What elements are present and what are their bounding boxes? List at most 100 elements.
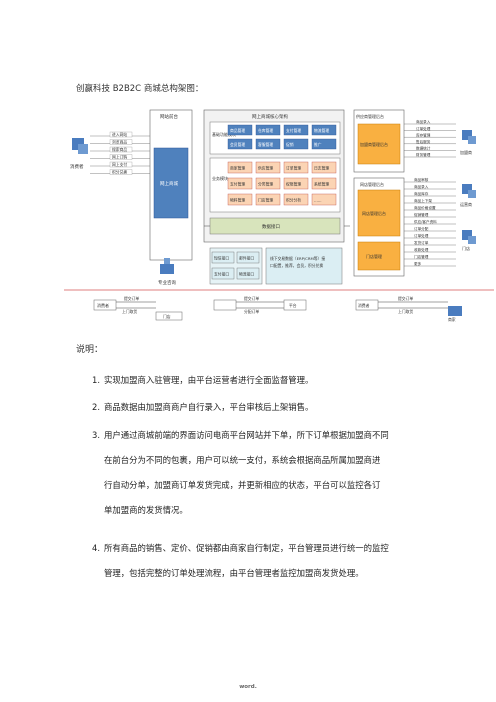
consult-label: 专业咨询	[158, 279, 176, 286]
basic-item-box-4	[227, 138, 253, 150]
svg-text:门店: 门店	[163, 314, 171, 319]
business-item-2: 订单管理	[286, 166, 301, 171]
business-item-7: 系统管理	[314, 182, 329, 187]
business-item-5: 分类管理	[258, 182, 273, 187]
bottom-left-3: 物流接口	[239, 272, 254, 277]
business-item-box-4	[227, 177, 253, 190]
business-items: 商家管理供应管理订单管理日志管理支付管理分类管理权限管理系统管理物料管理门店管理…	[227, 161, 337, 206]
merchant-backend-label: 加盟商管理后台	[360, 141, 388, 147]
bottom-left-interfaces: 短信接口邮件接口支付接口物流接口	[211, 251, 260, 280]
basic-item-6: 促销	[286, 142, 294, 147]
svg-text:提交订单: 提交订单	[398, 296, 413, 301]
merchant-link-8: 订单处理	[414, 233, 429, 238]
consumer-link-2: 搜索商品	[112, 147, 127, 152]
architecture-diagram: 消费者 进入网站浏览商品搜索商品网上订购网上支付积分兑换 网站前台 网上商城 专…	[64, 100, 494, 322]
store-mgmt-label: 门店管理	[366, 253, 382, 259]
business-item-box-9	[255, 193, 281, 206]
consumer-left-icon	[72, 138, 88, 154]
bottom-right-text-1: 线下交易数据（ERP/CRM等）接	[270, 256, 325, 261]
business-item-3: 日志管理	[314, 166, 329, 171]
basic-item-3: 物流管理	[314, 128, 329, 133]
business-item-0: 商家管理	[230, 166, 245, 171]
svg-text:提交订单: 提交订单	[124, 296, 139, 301]
consumer-link-1: 浏览商品	[112, 140, 127, 145]
notes-title: 说明：	[76, 345, 104, 355]
basic-item-0: 商品管理	[230, 128, 245, 133]
business-item-box-0	[227, 161, 253, 174]
supplier-link-1: 订单处理	[416, 126, 431, 131]
merchant-link-1: 商品录入	[414, 184, 429, 189]
supplier-backend-label: 供应商管理后台	[356, 113, 384, 119]
role-store-label: 门店	[462, 245, 470, 251]
merchant-links: 商品审核商品录入商品库存商品上下架商品价格设置促销管理供应/客户资料订单分配订单…	[404, 177, 456, 266]
bottom-left-2: 支付接口	[214, 272, 229, 277]
merchant-link-9: 发货订单	[414, 240, 429, 245]
business-item-10: 积分分析	[286, 198, 301, 203]
business-item-box-8	[227, 193, 253, 206]
flow-middle: 提交订单 分配订单 平台	[213, 296, 307, 314]
business-item-11: ……	[314, 198, 322, 203]
svg-text:上门取货: 上门取货	[122, 309, 137, 314]
basic-item-box-3	[311, 124, 337, 136]
basic-item-box-0	[227, 124, 253, 136]
flow-left: 消费者 提交订单 上门取货 门店	[93, 296, 183, 321]
business-item-box-3	[311, 161, 337, 174]
data-interface-label: 数据接口	[262, 223, 280, 230]
basic-item-box-6	[283, 138, 309, 150]
svg-text:平台: 平台	[289, 303, 297, 308]
consumer-link-3: 网上订购	[112, 155, 127, 160]
role-store-icon	[462, 230, 476, 244]
business-item-box-2	[283, 161, 309, 174]
shop-backend-inner-label: 网店管理后台	[362, 210, 386, 216]
basic-item-box-2	[283, 124, 309, 136]
merchant-link-12: 更多	[414, 261, 422, 266]
svg-text:提交订单: 提交订单	[244, 296, 259, 301]
supplier-link-4: 数据统计	[416, 146, 431, 151]
role-operator-icon	[462, 184, 476, 198]
center-title: 网上商城核心架构	[252, 113, 288, 120]
business-item-9: 门店管理	[258, 198, 273, 203]
basic-mgmt-label: 基础功能模块	[212, 131, 236, 137]
svg-text:分配订单: 分配订单	[244, 309, 259, 314]
role-operator-label: 运营商	[460, 201, 472, 207]
business-item-4: 支付管理	[230, 182, 245, 187]
role-merchant-icon	[462, 130, 476, 144]
business-item-box-11	[311, 193, 337, 206]
merchant-link-11: 门店管理	[414, 254, 429, 259]
consumer-link-5: 积分兑换	[112, 170, 127, 175]
merchant-link-5: 促销管理	[414, 212, 429, 217]
merchant-link-3: 商品上下架	[414, 198, 432, 203]
business-item-box-10	[283, 193, 309, 206]
consult-icon	[160, 258, 174, 274]
business-module-label: 业务模块	[212, 175, 228, 181]
basic-item-1: 仓库管理	[258, 128, 273, 133]
basic-item-box-7	[311, 138, 337, 150]
supplier-link-0: 商品录入	[416, 119, 431, 124]
role-merchant-label: 加盟商	[460, 149, 472, 155]
page-title: 创赢科技 B2B2C 商城总构架图：	[76, 84, 204, 94]
consumer-link-0: 进入网站	[112, 132, 127, 137]
business-item-box-1	[255, 161, 281, 174]
bottom-left-1: 邮件接口	[239, 256, 254, 261]
consumer-link-4: 网上支付	[112, 162, 127, 167]
svg-text:上门取货: 上门取货	[398, 309, 413, 314]
merchant-link-0: 商品审核	[414, 177, 429, 182]
basic-item-box-1	[255, 124, 281, 136]
business-item-6: 权限管理	[286, 182, 301, 187]
website-front-label: 网站前台	[160, 113, 178, 120]
supplier-link-3: 售后服务	[416, 139, 431, 144]
merchant-link-4: 商品价格设置	[414, 205, 436, 210]
basic-item-5: 客服管理	[258, 142, 273, 147]
footer-watermark: word.	[239, 684, 257, 690]
svg-text:消费者: 消费者	[97, 302, 109, 308]
business-item-box-5	[255, 177, 281, 190]
merchant-link-7: 订单分配	[414, 226, 429, 231]
supplier-link-5: 财务管理	[416, 152, 431, 157]
business-item-box-6	[283, 177, 309, 190]
basic-item-2: 支付管理	[286, 128, 301, 133]
basic-item-4: 会员管理	[230, 142, 245, 147]
merchant-link-6: 供应/客户资料	[414, 219, 437, 224]
